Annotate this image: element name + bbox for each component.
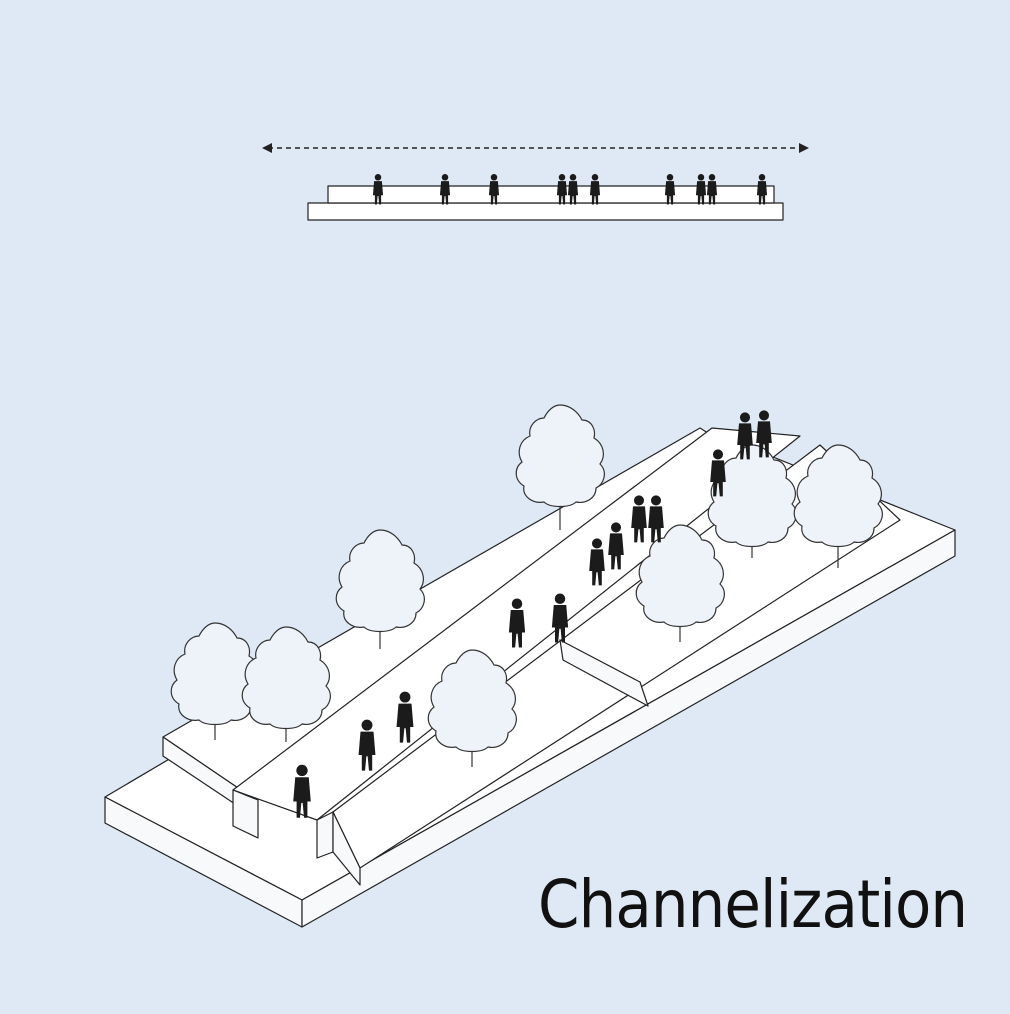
axonometric-diagram [104, 404, 956, 928]
diagram-title: Channelization [538, 866, 968, 943]
tree-3 [335, 529, 425, 649]
tree-4 [515, 404, 605, 530]
tree-8 [793, 444, 883, 568]
width-dimension-arrow [262, 143, 809, 153]
tree-5 [427, 649, 517, 767]
right-planter-front [332, 811, 361, 886]
section-raised-walkway [327, 185, 775, 204]
section-diagram [262, 143, 809, 221]
walkway-right-wall [316, 811, 334, 859]
walkway-left-wall [232, 789, 259, 839]
ground-slab-side [301, 529, 956, 928]
tree-2 [241, 626, 331, 742]
trees [170, 404, 883, 767]
tree-6 [635, 524, 725, 642]
section-base-slab [307, 202, 784, 221]
tree-7 [707, 444, 797, 558]
cross-passage [559, 639, 649, 707]
tree-1 [170, 622, 260, 740]
